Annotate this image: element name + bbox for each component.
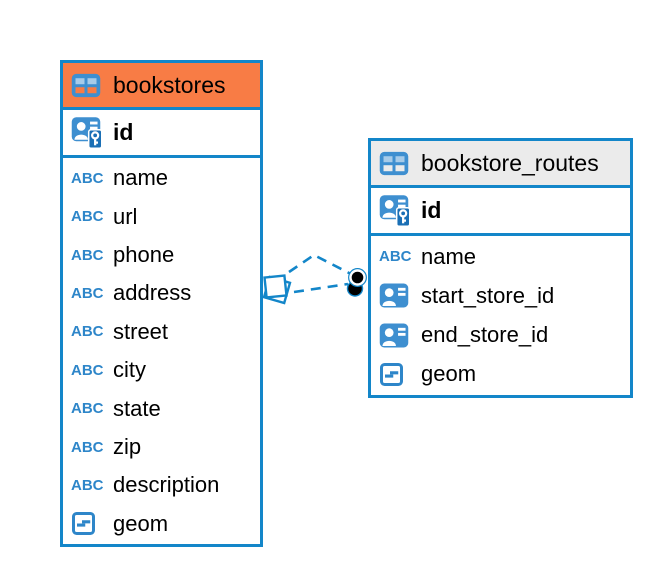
primary-key-icon — [71, 115, 104, 151]
column-label: name — [421, 243, 477, 269]
column-label: name — [113, 165, 169, 191]
column-row[interactable]: geom — [371, 355, 630, 394]
table-bookstore-routes-columns: ABC name start_store_id — [371, 236, 630, 395]
column-label: url — [113, 203, 138, 229]
relationship-diamond-marker[interactable] — [262, 274, 292, 305]
pk-column-label: id — [421, 197, 442, 223]
column-row[interactable]: ABC description — [63, 466, 260, 504]
text-type-icon: ABC — [71, 438, 104, 456]
column-row[interactable]: start_store_id — [371, 276, 630, 315]
reference-type-icon — [379, 322, 412, 349]
relationship-dot-markers[interactable] — [346, 268, 367, 297]
text-type-icon: ABC — [379, 248, 412, 266]
column-label: address — [113, 280, 192, 306]
column-row[interactable]: ABC name — [371, 237, 630, 276]
column-row-pk[interactable]: id — [371, 188, 630, 236]
column-label: geom — [113, 510, 169, 536]
column-row[interactable]: ABC zip — [63, 428, 260, 466]
column-label: end_store_id — [421, 322, 549, 348]
column-label: start_store_id — [421, 282, 555, 308]
relationship-line-upper[interactable] — [288, 253, 352, 276]
geometry-type-icon — [379, 362, 412, 387]
column-row[interactable]: end_store_id — [371, 316, 630, 355]
table-bookstores[interactable]: bookstores id ABC na — [60, 60, 263, 547]
text-type-icon: ABC — [71, 361, 104, 379]
table-icon — [71, 73, 104, 98]
geometry-type-icon — [71, 511, 104, 536]
text-type-icon: ABC — [71, 476, 104, 494]
column-row[interactable]: geom — [63, 505, 260, 543]
text-type-icon: ABC — [71, 323, 104, 341]
reference-type-icon — [379, 282, 412, 309]
text-type-icon: ABC — [71, 400, 104, 418]
table-icon — [379, 151, 412, 176]
text-type-icon: ABC — [71, 284, 104, 302]
column-label: description — [113, 472, 220, 498]
table-title: bookstores — [113, 71, 226, 98]
column-row[interactable]: ABC phone — [63, 236, 260, 274]
column-row[interactable]: ABC url — [63, 197, 260, 235]
pk-column-label: id — [113, 119, 134, 145]
column-label: phone — [113, 242, 175, 268]
text-type-icon: ABC — [71, 246, 104, 264]
relationship-line-lower[interactable] — [293, 282, 349, 294]
column-label: city — [113, 357, 146, 383]
column-row[interactable]: ABC city — [63, 351, 260, 389]
column-row[interactable]: ABC address — [63, 274, 260, 312]
column-row-pk[interactable]: id — [63, 110, 260, 158]
column-row[interactable]: ABC state — [63, 389, 260, 427]
table-title: bookstore_routes — [421, 149, 599, 176]
column-row[interactable]: ABC name — [63, 159, 260, 197]
column-label: street — [113, 318, 169, 344]
text-type-icon: ABC — [71, 169, 104, 187]
column-label: geom — [421, 361, 477, 387]
column-label: zip — [113, 434, 142, 460]
primary-key-icon — [379, 193, 412, 229]
table-bookstore-routes[interactable]: bookstore_routes id ABC — [368, 138, 633, 398]
table-bookstore-routes-header[interactable]: bookstore_routes — [371, 141, 630, 188]
column-label: state — [113, 395, 161, 421]
table-bookstores-header[interactable]: bookstores — [63, 63, 260, 110]
text-type-icon: ABC — [71, 208, 104, 226]
column-row[interactable]: ABC street — [63, 313, 260, 351]
table-bookstores-columns: ABC name ABC url ABC phone ABC address A… — [63, 158, 260, 544]
